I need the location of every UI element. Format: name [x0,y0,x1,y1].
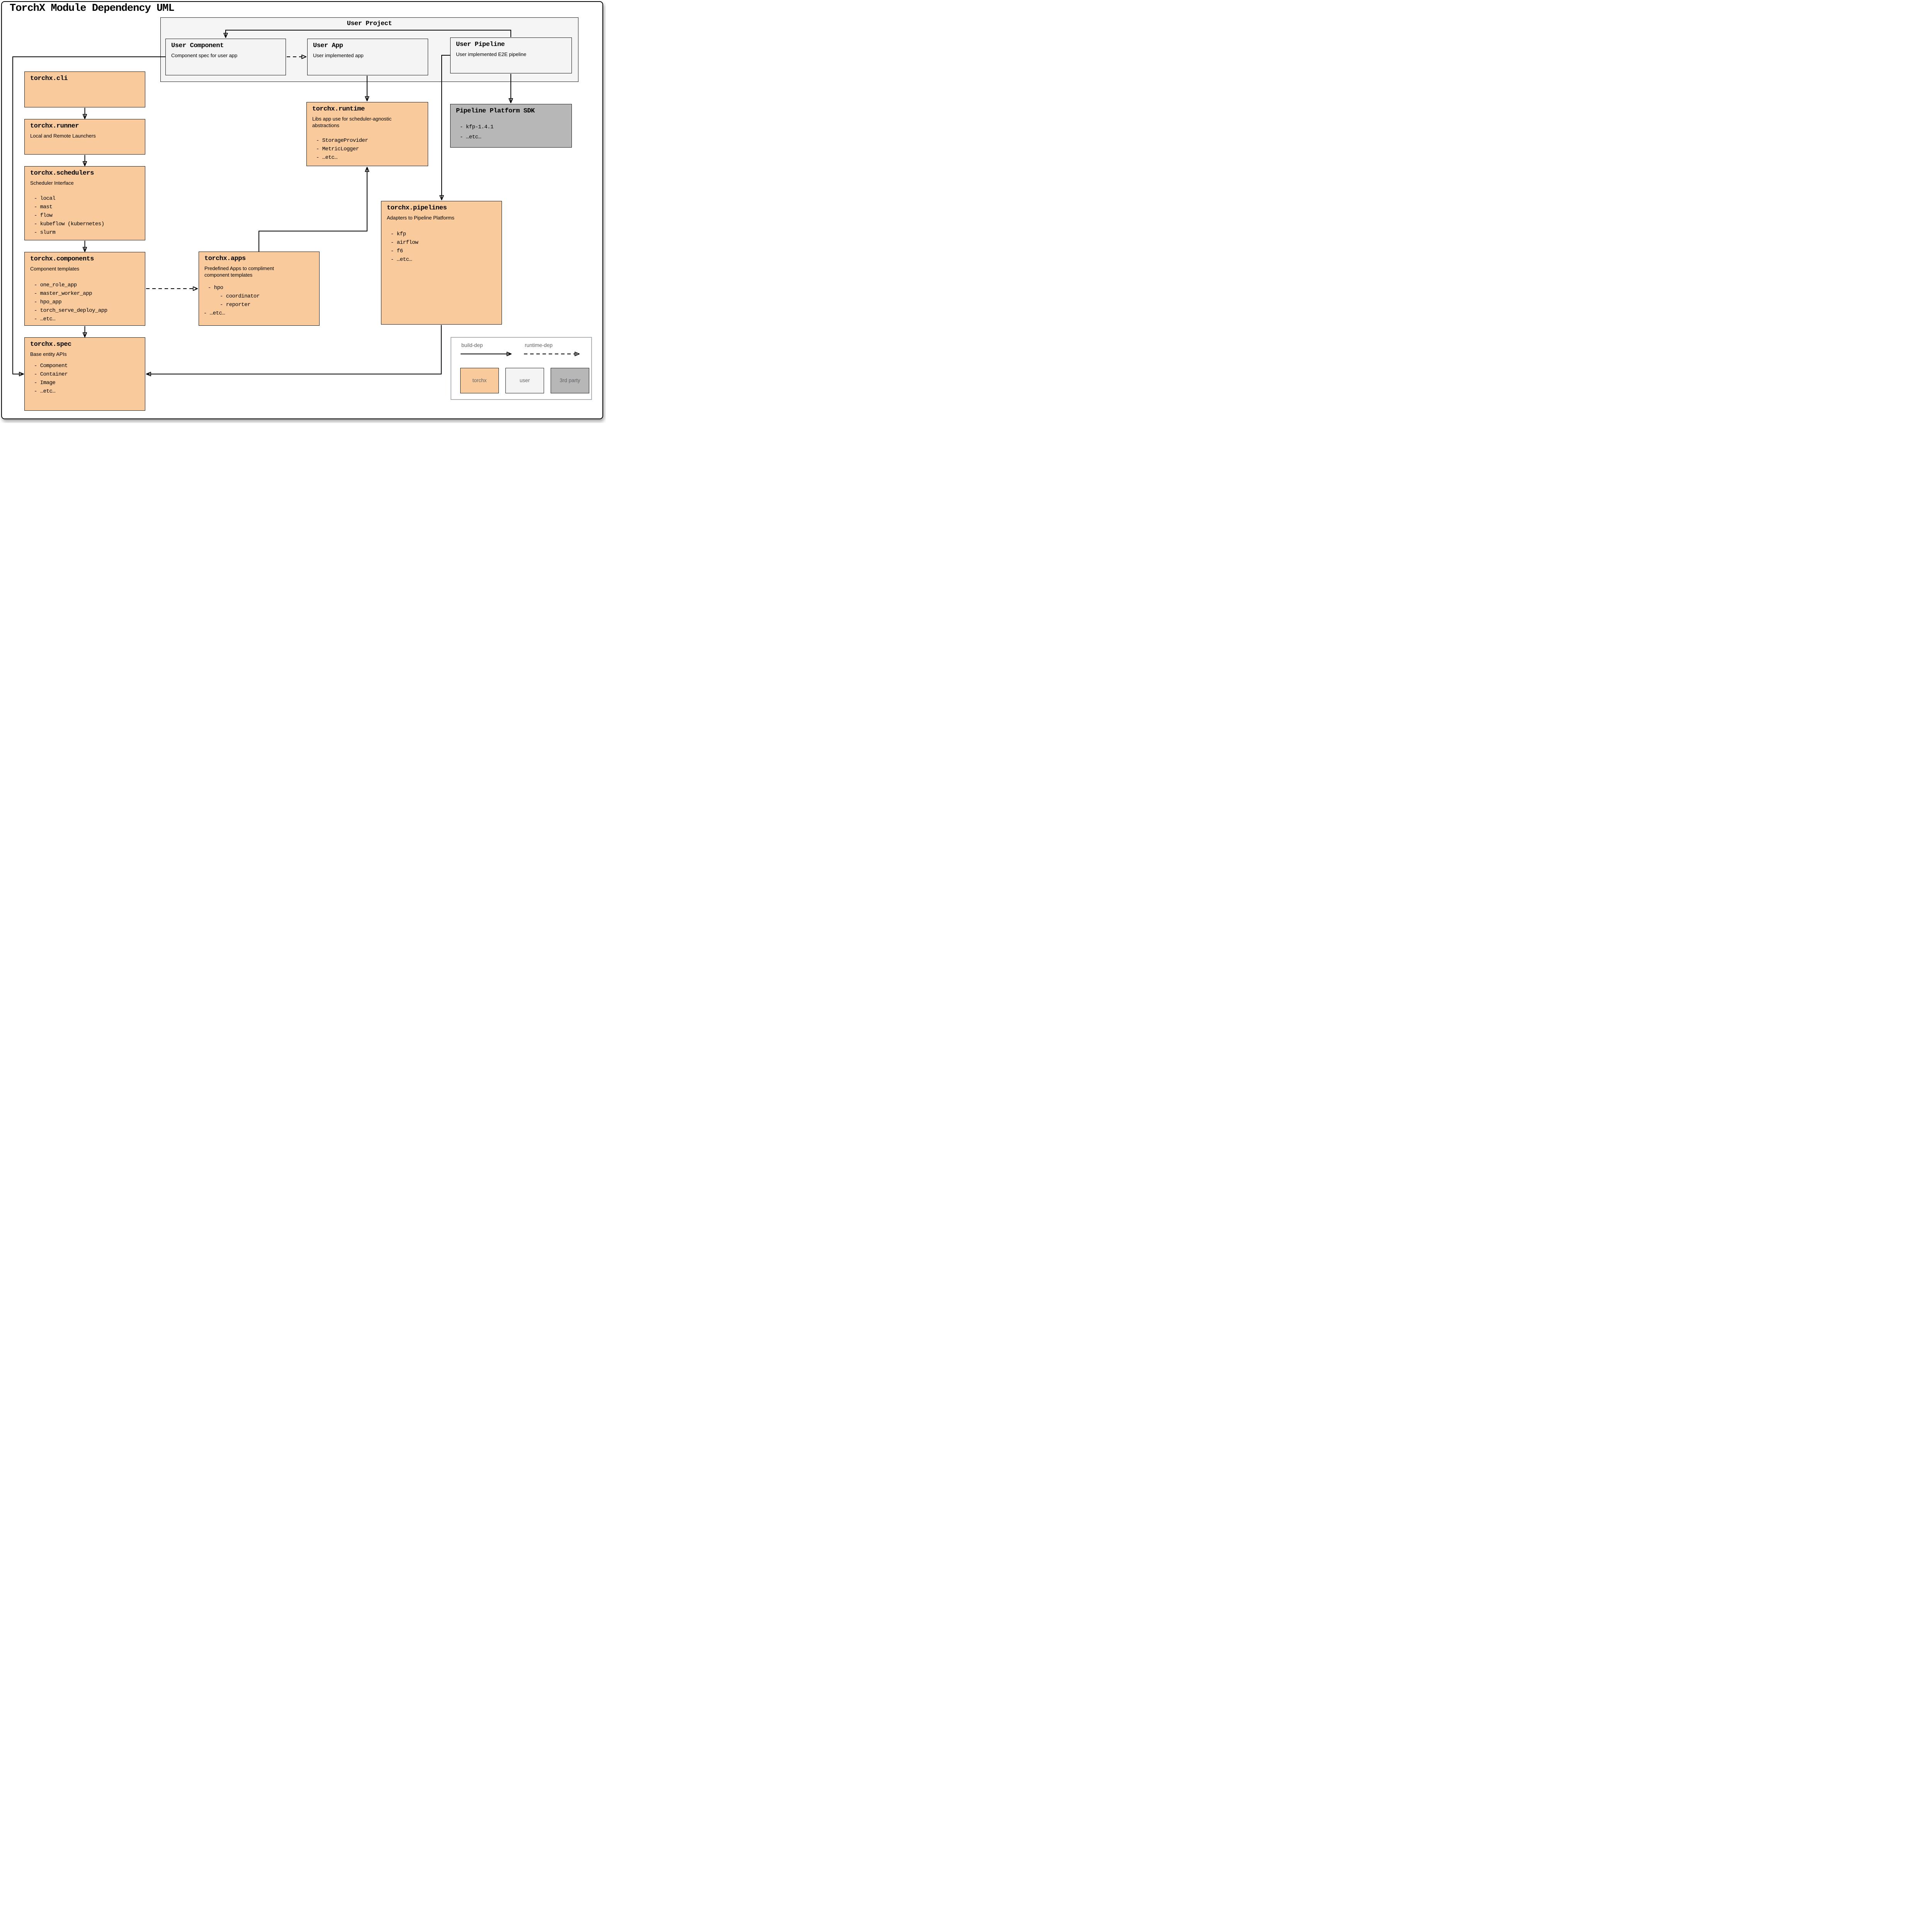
box-item-list: - hpo - coordinator - reporter - …etc… [199,284,316,318]
legend-build-dep-label: build-dep [461,342,483,348]
box-item-list: - one_role_app - master_worker_app - hpo_a… [25,281,142,323]
list-item: - kfp [391,231,406,237]
page-title: TorchX Module Dependency UML [10,3,175,14]
box-user-component: User Component Component spec for user a… [165,39,286,75]
box-torchx-runner: torchx.runner Local and Remote Launchers [24,119,145,155]
list-item: - Component [34,363,68,369]
box-user-pipeline: User Pipeline User implemented E2E pipel… [450,37,572,73]
box-torchx-runtime: torchx.runtime Libs app use for schedule… [306,102,428,166]
box-title: torchx.runtime [312,105,365,113]
list-item: - local [34,196,56,202]
list-item: - master_worker_app [34,291,92,297]
list-item: - …etc… [34,316,56,322]
list-item: - f6 [391,248,403,254]
box-title: torchx.schedulers [30,170,94,177]
box-description: User implemented app [313,53,364,58]
list-item: - torch_serve_deploy_app [34,308,107,314]
list-item: - mast [34,204,53,210]
box-description: Local and Remote Launchers [30,133,96,139]
box-title: torchx.cli [30,75,68,82]
list-item: - kubeflow (kubernetes) [34,221,104,227]
box-title: User App [313,42,343,49]
box-torchx-components: torchx.components Component templates - … [24,252,145,326]
box-item-list: - kfp - airflow - f6 - …etc… [381,230,498,264]
box-title: torchx.apps [204,255,246,262]
list-item: - …etc… [316,155,338,161]
list-item: - flow [34,213,53,219]
box-torchx-spec: torchx.spec Base entity APIs - Component… [24,337,145,411]
box-description: Adapters to Pipeline Platforms [387,215,454,221]
box-description: Component spec for user app [171,53,238,58]
user-project-title: User Project [347,20,392,27]
box-item-list: - local - mast - flow - kubeflow (kubernete… [25,194,142,237]
box-title: User Component [171,42,224,49]
box-title: torchx.spec [30,341,71,348]
box-description: User implemented E2E pipeline [456,51,527,57]
box-description: Scheduler Interface [30,180,74,186]
box-title: User Pipeline [456,41,505,48]
box-torchx-cli: torchx.cli [24,71,145,107]
box-description: Predefined Apps to compliment component … [204,265,274,278]
box-description: Libs app use for scheduler-agnostic abst… [312,116,392,128]
box-torchx-pipelines: torchx.pipelines Adapters to Pipeline Pl… [381,201,502,325]
box-title: torchx.runner [30,122,79,130]
list-item: - coordinator [220,293,260,299]
legend-swatch-3rd-party: 3rd party [551,368,589,393]
box-pipeline-platform-sdk: Pipeline Platform SDK - kfp-1.4.1 - …etc… [450,104,572,148]
list-item: - hpo [208,285,223,291]
list-item: - …etc… [460,134,481,140]
list-item: - …etc… [204,310,225,316]
list-item: - reporter [220,302,251,308]
box-description: Component templates [30,266,80,272]
box-title: torchx.pipelines [387,204,447,212]
list-item: - slurm [34,230,56,236]
box-torchx-apps: torchx.apps Predefined Apps to complimen… [199,252,320,326]
list-item: - hpo_app [34,299,62,305]
box-item-list: - kfp-1.4.1 - …etc… [451,122,568,142]
arrow-apps-to-runtime [259,168,367,252]
box-title: Pipeline Platform SDK [456,107,535,115]
legend-swatch-torchx: torchx [460,368,499,393]
legend-runtime-dep-label: runtime-dep [525,342,553,348]
list-item: - StorageProvider [316,138,368,144]
list-item: - airflow [391,240,418,246]
list-item: - one_role_app [34,282,77,288]
list-item: - …etc… [34,388,56,395]
box-item-list: - Component - Container - Image - …etc… [25,362,142,396]
box-description: Base entity APIs [30,351,67,357]
box-title: torchx.components [30,255,94,263]
legend: build-dep runtime-dep torchx user 3rd pa… [451,337,592,400]
list-item: - Container [34,371,68,378]
legend-swatch-user: user [505,368,544,393]
list-item: - MetricLogger [316,146,359,152]
box-user-app: User App User implemented app [307,39,428,75]
list-item: - Image [34,380,56,386]
arrow-pipelines-to-spec [147,325,442,374]
box-item-list: - StorageProvider - MetricLogger - …etc… [307,136,425,162]
box-torchx-schedulers: torchx.schedulers Scheduler Interface - … [24,166,145,240]
list-item: - …etc… [391,257,412,263]
list-item: - kfp-1.4.1 [460,124,493,130]
diagram-canvas: TorchX Module Dependency UML User Projec… [0,0,606,423]
